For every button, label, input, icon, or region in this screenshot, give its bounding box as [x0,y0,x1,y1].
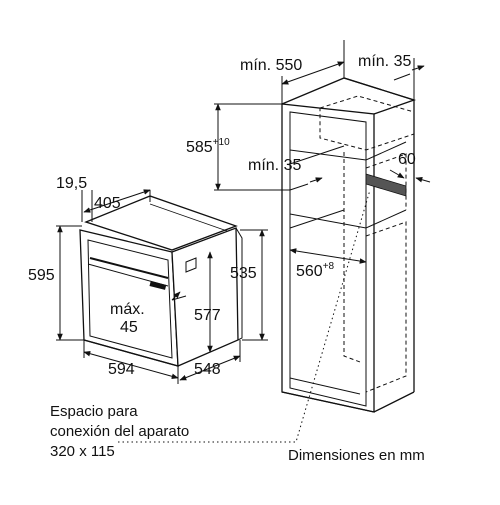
space-note-line2: conexión del aparato [50,423,189,440]
dim-19-5: 19,5 [56,175,87,192]
space-note-line1: Espacio para [50,403,138,420]
dim-577: 577 [194,307,221,324]
cabinet-dimension-lines [214,40,431,264]
dim-535: 535 [230,265,257,282]
max-label: máx. [110,301,145,318]
dim-560: 560+8 [296,261,335,280]
space-note-line3: 320 x 115 [50,443,115,460]
dim-548: 548 [194,361,221,378]
cabinet-drawing [281,77,417,413]
connection-leader [118,189,371,443]
max-value: 45 [120,319,138,336]
min-35-mid-label: mín. 35 [248,157,301,174]
oven-drawing [79,195,243,367]
min-550-label: mín. 550 [240,57,302,74]
dim-585: 585+10 [186,137,230,156]
dim-595: 595 [28,267,55,284]
oven-dimension-lines [56,189,268,384]
dim-405: 405 [94,195,121,212]
min-35-top-label: mín. 35 [358,53,411,70]
units-note: Dimensiones en mm [288,447,425,464]
dim-594: 594 [108,361,135,378]
dim-60: 60 [398,151,416,168]
